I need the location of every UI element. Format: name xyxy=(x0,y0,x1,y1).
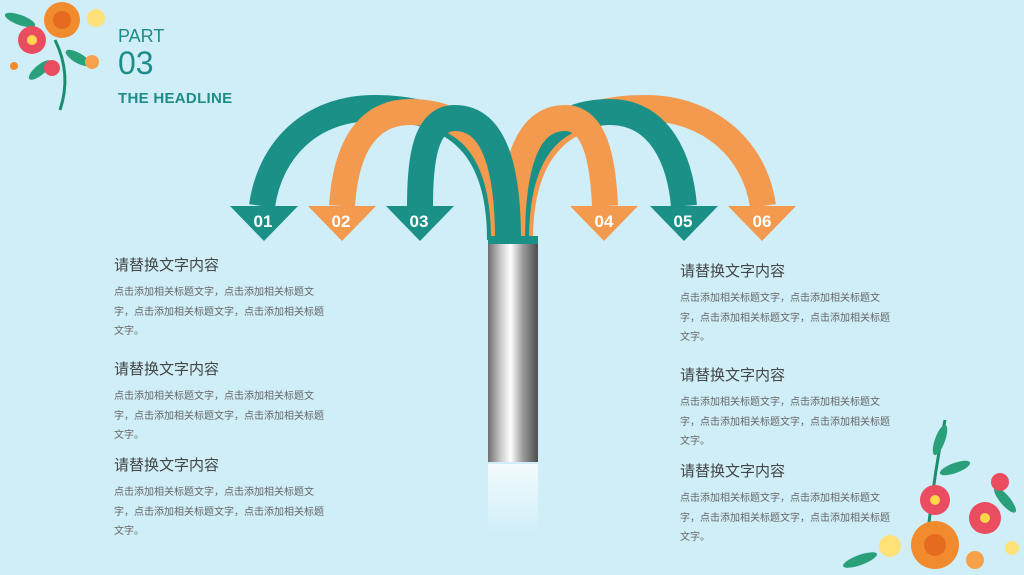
text-block-left-2: 请替换文字内容 点击添加相关标题文字，点击添加相关标题文字，点击添加相关标题文字… xyxy=(114,358,332,446)
arrow-label-01: 01 xyxy=(253,212,273,231)
arrow-heads xyxy=(230,206,796,241)
text-block-right-3: 请替换文字内容 点击添加相关标题文字，点击添加相关标题文字，点击添加相关标题文字… xyxy=(680,460,898,548)
text-block-left-1: 请替换文字内容 点击添加相关标题文字，点击添加相关标题文字，点击添加相关标题文字… xyxy=(114,254,332,342)
block-body: 点击添加相关标题文字，点击添加相关标题文字，点击添加相关标题文字，点击添加相关标… xyxy=(114,287,324,337)
arrow-head-04 xyxy=(570,206,638,241)
arrow-label-04: 04 xyxy=(594,212,614,231)
block-title: 请替换文字内容 xyxy=(680,462,786,480)
block-body: 点击添加相关标题文字，点击添加相关标题文字，点击添加相关标题文字，点击添加相关标… xyxy=(680,397,890,447)
arrow-head-05 xyxy=(650,206,718,241)
pole-top xyxy=(488,236,538,244)
flower-decoration-bottom-right xyxy=(842,419,1019,569)
text-block-right-2: 请替换文字内容 点击添加相关标题文字，点击添加相关标题文字，点击添加相关标题文字… xyxy=(680,364,898,452)
pole-reflection xyxy=(488,464,538,534)
section-header: PART 03 THE HEADLINE xyxy=(118,26,232,107)
arrow-label-03: 03 xyxy=(409,212,429,231)
block-title: 请替换文字内容 xyxy=(114,256,220,274)
block-title: 请替换文字内容 xyxy=(114,360,220,378)
arrow-label-06: 06 xyxy=(752,212,772,231)
part-number: 03 xyxy=(118,45,154,81)
block-body: 点击添加相关标题文字，点击添加相关标题文字，点击添加相关标题文字，点击添加相关标… xyxy=(680,293,890,343)
headline: THE HEADLINE xyxy=(118,90,233,107)
block-title: 请替换文字内容 xyxy=(680,262,786,280)
arrow-head-03 xyxy=(386,206,454,241)
arrow-head-06 xyxy=(728,206,796,241)
block-body: 点击添加相关标题文字，点击添加相关标题文字，点击添加相关标题文字，点击添加相关标… xyxy=(114,391,324,441)
block-title: 请替换文字内容 xyxy=(114,456,220,474)
block-body: 点击添加相关标题文字，点击添加相关标题文字，点击添加相关标题文字，点击添加相关标… xyxy=(680,493,890,543)
arrow-label-05: 05 xyxy=(673,212,693,231)
block-body: 点击添加相关标题文字，点击添加相关标题文字，点击添加相关标题文字，点击添加相关标… xyxy=(114,487,324,537)
arrow-label-02: 02 xyxy=(331,212,351,231)
pole xyxy=(488,240,538,462)
text-block-right-1: 请替换文字内容 点击添加相关标题文字，点击添加相关标题文字，点击添加相关标题文字… xyxy=(680,260,898,348)
arrow-head-01 xyxy=(230,206,298,241)
arrow-head-02 xyxy=(308,206,376,241)
block-title: 请替换文字内容 xyxy=(680,366,786,384)
text-block-left-3: 请替换文字内容 点击添加相关标题文字，点击添加相关标题文字，点击添加相关标题文字… xyxy=(114,454,332,542)
arrow-band-03 xyxy=(407,104,521,241)
flower-decoration-top-left xyxy=(4,2,105,111)
part-label: PART xyxy=(118,26,165,46)
